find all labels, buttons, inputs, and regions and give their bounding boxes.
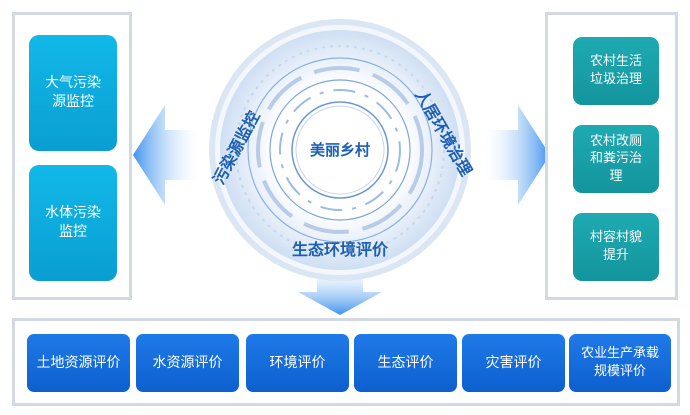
ring-label-bottom: 生态环境评价 — [291, 240, 388, 259]
center-title: 美丽乡村 — [309, 141, 370, 159]
right-item-garbage: 农村生活 垃圾治理 — [573, 37, 659, 105]
center-rings — [209, 19, 471, 281]
right-item-toilet: 农村改厕 和粪污治 理 — [573, 125, 659, 193]
right-panel: 农村生活 垃圾治理 农村改厕 和粪污治 理 村容村貌 提升 — [545, 12, 678, 300]
bottom-item-land: 土地资源评价 — [27, 334, 130, 392]
right-item-village: 村容村貌 提升 — [573, 213, 659, 281]
bottom-item-environment: 环境评价 — [246, 334, 349, 392]
left-panel: 大气污染 源监控 水体污染 监控 — [12, 12, 132, 300]
bottom-item-water: 水资源评价 — [136, 334, 239, 392]
bottom-panel: 土地资源评价 水资源评价 环境评价 生态评价 灾害评价 农业生产承载 规模评价 — [12, 318, 680, 406]
right-arrow — [486, 105, 550, 205]
bottom-item-disaster: 灾害评价 — [462, 334, 565, 392]
left-item-water: 水体污染 监控 — [29, 165, 117, 281]
left-item-air: 大气污染 源监控 — [29, 35, 117, 151]
bottom-item-agriculture: 农业生产承载 规模评价 — [569, 334, 671, 392]
bottom-item-ecology: 生态评价 — [354, 334, 457, 392]
left-arrow — [133, 105, 198, 205]
